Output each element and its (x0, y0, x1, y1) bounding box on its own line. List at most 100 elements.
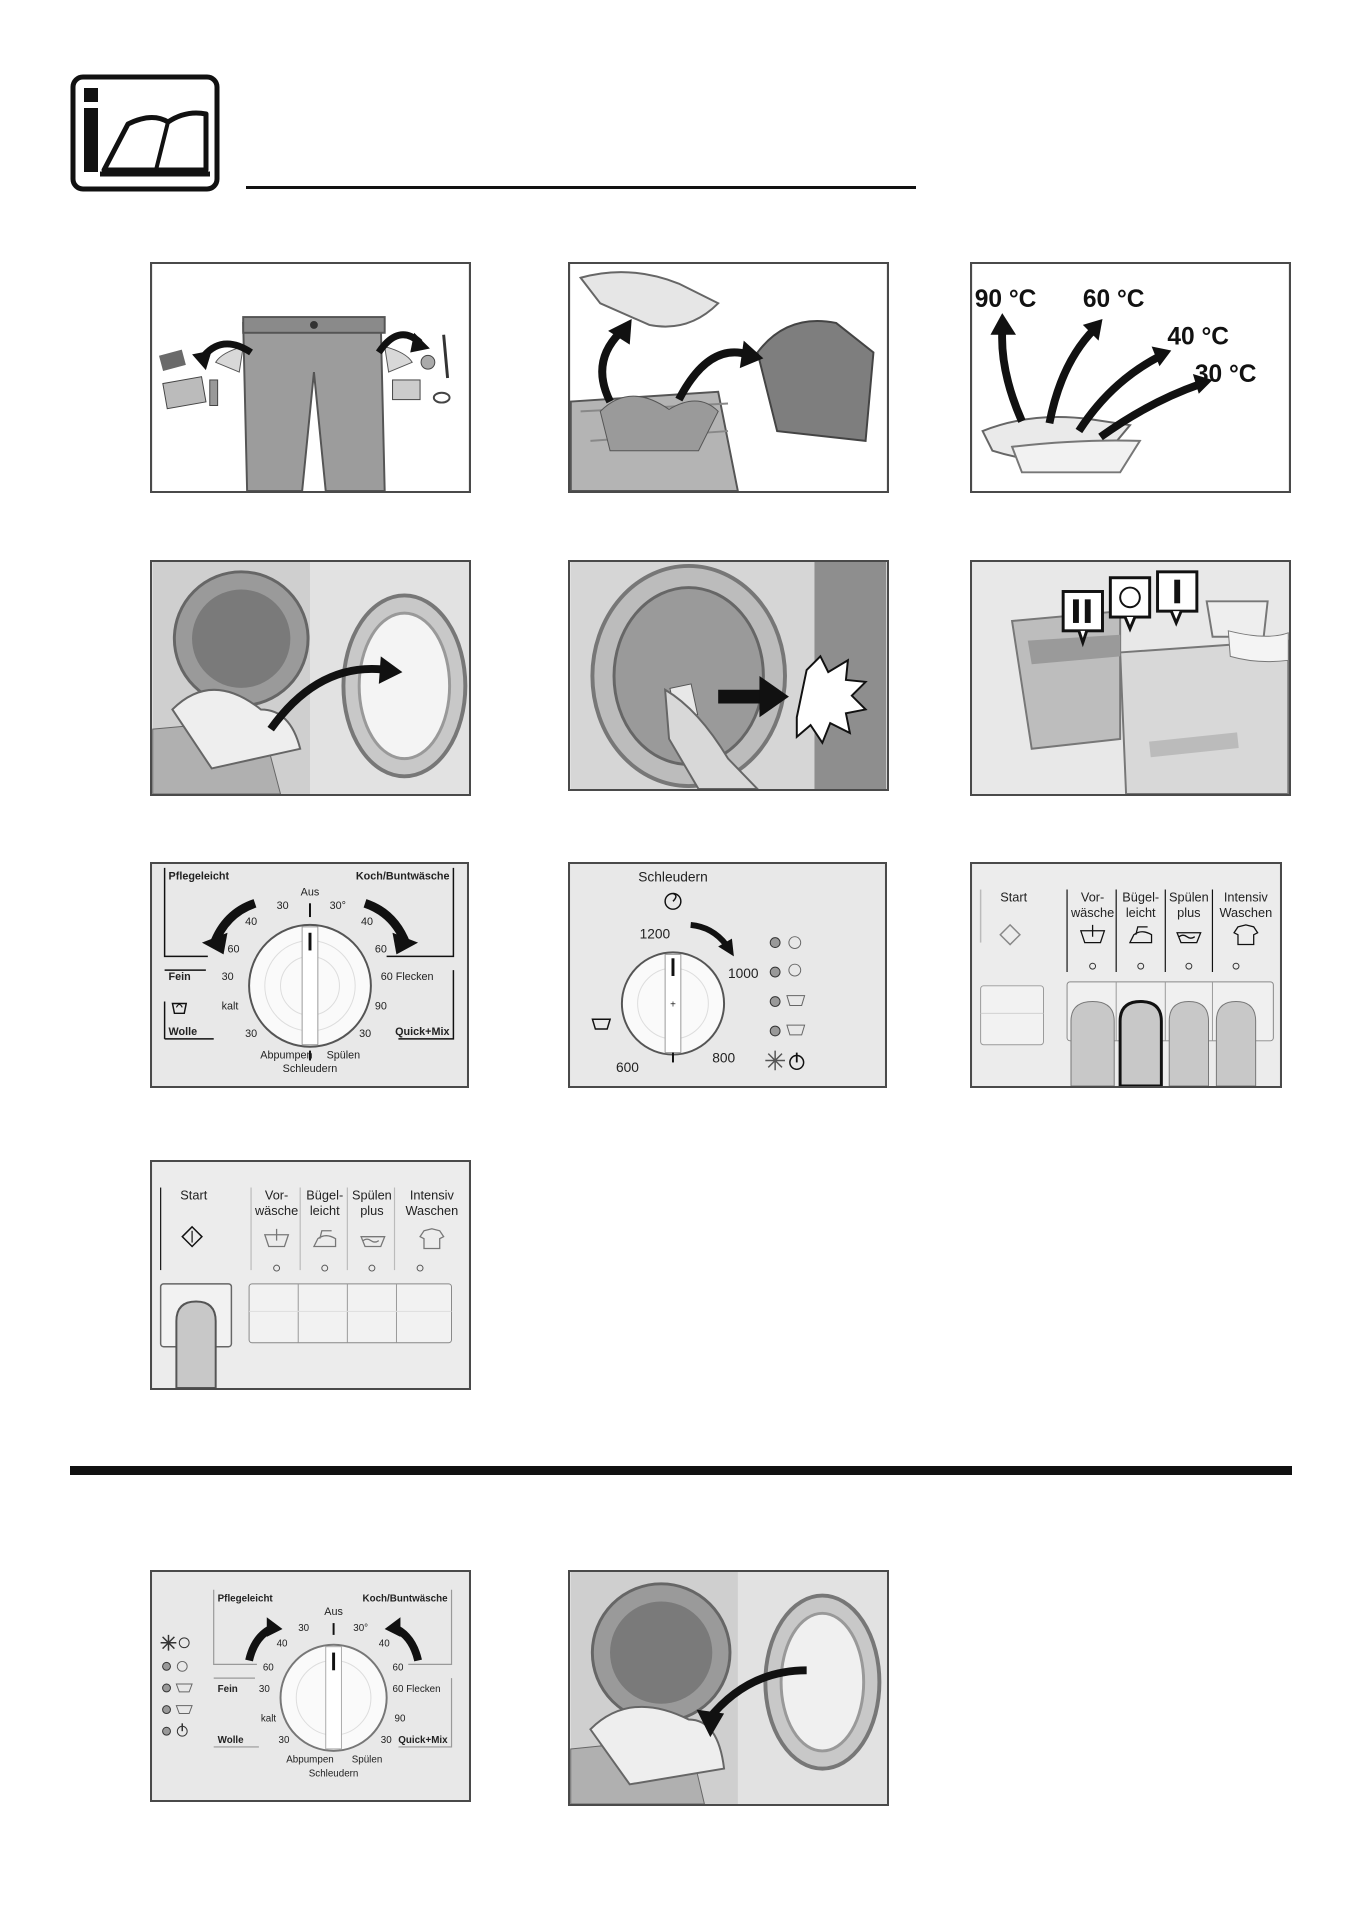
prewash-icon-faded (263, 1228, 290, 1248)
option-1-line1: Vor- (1081, 889, 1104, 904)
dial2-group-wolle: Wolle (218, 1735, 245, 1746)
dial-group-wolle: Wolle (169, 1026, 198, 1038)
dial-group-pflegeleicht-faded: Pflegeleicht (218, 1593, 274, 1604)
dial-label-off-emph: Aus (324, 1606, 343, 1618)
start-button-panel: Start Vor- wäsche Bügel- leicht Spülen p… (150, 1160, 471, 1390)
dial-label-spuelen: Spülen (327, 1049, 361, 1061)
dial2-right-60-flecken: 60 Flecken (393, 1684, 441, 1695)
iron-icon-faded (312, 1230, 337, 1248)
rinse-plus-icon-faded (360, 1236, 386, 1248)
dial-label-schleudern: Schleudern (283, 1063, 338, 1075)
dial-left-30-fein: 30 (222, 971, 234, 983)
dial-right-60-flecken: 60 Flecken (381, 971, 434, 983)
unload-drum-illustration (568, 1570, 889, 1806)
status-leds (769, 936, 806, 1037)
dial2-right-30-quick: 30 (381, 1735, 392, 1746)
detergent-drawer-illustration (970, 560, 1291, 796)
dial2-right-40: 40 (379, 1639, 390, 1650)
dial-label-off: Aus (301, 886, 320, 898)
wool-icon (171, 1002, 188, 1015)
spin-600: 600 (616, 1060, 639, 1075)
dial-right-90: 90 (375, 1000, 387, 1012)
program-dial-off-panel: Pflegeleicht Koch/Buntwäsche Aus 30 40 6… (150, 1570, 471, 1802)
empty-pockets-illustration (150, 262, 471, 493)
shirt-icon-faded (419, 1228, 445, 1250)
option-2-line1: Bügel- (1122, 889, 1159, 904)
temperature-illustration: 90 °C 60 °C 40 °C 30 °C (970, 262, 1291, 493)
option-3-line2: plus (1177, 905, 1200, 920)
spin-dial-panel: Schleudern + 1200 1000 800 600 (568, 862, 887, 1088)
dial-left-30-wolle: 30 (245, 1028, 257, 1040)
dial-left-30: 30 (277, 900, 289, 912)
option-4-line1: Intensiv (1224, 889, 1269, 904)
option-4-line1-faded: Intensiv (410, 1187, 455, 1202)
option-2-line2: leicht (1126, 905, 1156, 920)
option-2-line2-faded: leicht (310, 1203, 340, 1218)
dial-left-kalt: kalt (222, 1000, 239, 1012)
spin-icon (664, 892, 682, 910)
rinse-plus-icon (1176, 932, 1202, 944)
section-divider (70, 1466, 1292, 1475)
start-label: Start (180, 1187, 207, 1202)
option-3-line1-faded: Spülen (352, 1187, 392, 1202)
option-4-line2-faded: Waschen (405, 1203, 458, 1218)
option-1-line1-faded: Vor- (265, 1187, 288, 1202)
dial2-left-30: 30 (298, 1623, 309, 1634)
dial2-left-kalt: kalt (261, 1713, 277, 1724)
dial2-left-30-wolle: 30 (279, 1735, 290, 1746)
spin-title: Schleudern (638, 870, 708, 885)
close-door-illustration (568, 560, 889, 791)
option-3-line1: Spülen (1169, 889, 1209, 904)
dial-group-koch-bunt-faded: Koch/Buntwäsche (363, 1593, 449, 1604)
dial2-label-abpumpen: Abpumpen (286, 1755, 333, 1766)
iron-icon (1128, 926, 1153, 944)
start-label-faded: Start (1000, 889, 1027, 904)
dial2-label-spuelen: Spülen (352, 1755, 383, 1766)
dial-right-40: 40 (361, 916, 373, 928)
spin-800: 800 (712, 1050, 735, 1065)
power-icon (765, 1050, 805, 1071)
option-4-line2: Waschen (1219, 905, 1272, 920)
temp-90-label: 90 °C (975, 286, 1037, 313)
option-buttons-panel: Start Vor- wäsche Bügel- leicht Spülen p… (970, 862, 1282, 1088)
dial2-left-30-fein: 30 (259, 1684, 270, 1695)
option-1-line2-faded: wäsche (254, 1203, 298, 1218)
option-3-line2-faded: plus (360, 1203, 383, 1218)
dial-right-30: 30° (330, 900, 346, 912)
header-rule (246, 186, 916, 189)
dial2-right-60: 60 (393, 1662, 404, 1673)
info-manual-icon (70, 74, 220, 192)
dial2-right-90: 90 (395, 1713, 406, 1724)
dial-group-koch-bunt: Koch/Buntwäsche (356, 871, 450, 883)
prewash-icon (1079, 924, 1106, 944)
temp-30-label: 30 °C (1195, 361, 1257, 388)
dial-label-abpumpen: Abpumpen (260, 1049, 312, 1061)
temp-40-label: 40 °C (1167, 324, 1229, 351)
svg-text:+: + (670, 999, 676, 1010)
spin-1200: 1200 (640, 927, 671, 942)
dial-left-60: 60 (227, 943, 239, 955)
start-icon (999, 923, 1021, 946)
dial-group-quick-mix: Quick+Mix (395, 1026, 449, 1038)
dial-group-pflegeleicht: Pflegeleicht (169, 871, 230, 883)
dial-group-fein: Fein (169, 971, 191, 983)
shirt-icon (1233, 924, 1259, 946)
dial2-right-30: 30° (353, 1623, 368, 1634)
dial-right-30-quick: 30 (359, 1028, 371, 1040)
program-dial-panel: Pflegeleicht Koch/Buntwäsche Aus 30 40 6… (150, 862, 469, 1088)
status-leds-left (160, 1634, 193, 1737)
dial-left-40: 40 (245, 916, 257, 928)
option-1-line2: wäsche (1070, 905, 1114, 920)
dial2-group-fein: Fein (218, 1684, 238, 1695)
option-2-line1-faded: Bügel- (306, 1187, 343, 1202)
dial2-left-40: 40 (277, 1639, 288, 1650)
start-icon (181, 1225, 203, 1248)
dial2-left-60: 60 (263, 1662, 274, 1673)
spin-1000: 1000 (728, 966, 759, 981)
load-drum-illustration (150, 560, 471, 796)
dial-right-60: 60 (375, 943, 387, 955)
dial2-group-quick-mix: Quick+Mix (398, 1735, 448, 1746)
temp-60-label: 60 °C (1083, 286, 1145, 313)
sort-laundry-illustration (568, 262, 889, 493)
dial2-label-schleudern: Schleudern (309, 1768, 359, 1779)
